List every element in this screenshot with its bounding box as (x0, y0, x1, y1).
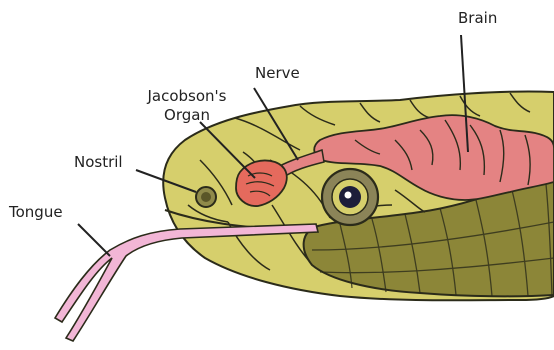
brain-label: Brain (458, 9, 497, 28)
nostril-label: Nostril (74, 153, 123, 172)
jacobsons-organ-label: Jacobson's Organ (134, 87, 240, 125)
tongue-label: Tongue (9, 203, 63, 222)
tongue-leader (78, 224, 110, 256)
jacobsons-organ-label-line2: Organ (134, 106, 240, 125)
nerve-label: Nerve (255, 64, 300, 83)
nostril-hole (201, 192, 211, 202)
eye-highlight (345, 192, 352, 199)
jacobsons-organ-label-line1: Jacobson's (134, 87, 240, 106)
